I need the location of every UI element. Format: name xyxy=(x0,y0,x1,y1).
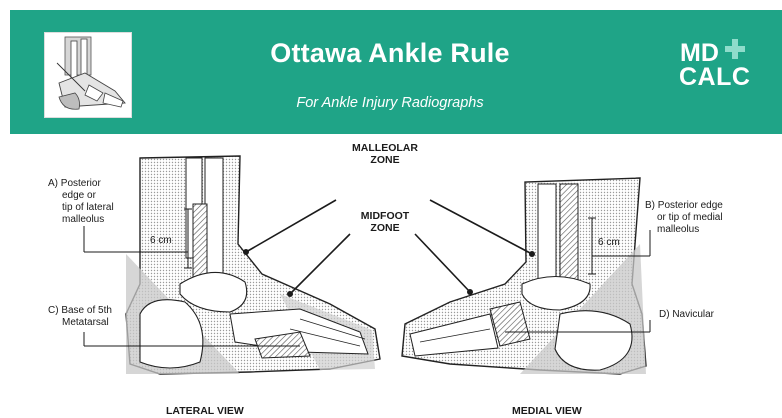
top-strip xyxy=(0,0,782,10)
label-b-line1: B) Posterior edge xyxy=(645,200,723,212)
malleolar-zone-label: MALLEOLAR ZONE xyxy=(330,142,440,166)
midfoot-zone-line1: MIDFOOT xyxy=(330,210,440,222)
label-c-base-5th-metatarsal: C) Base of 5th Metatarsal xyxy=(48,305,112,329)
medial-view-title: MEDIAL VIEW xyxy=(512,405,582,417)
malleolar-zone-line2: ZONE xyxy=(330,154,440,166)
lateral-6cm-label: 6 cm xyxy=(150,235,172,247)
plus-icon xyxy=(725,39,745,59)
midfoot-zone-line2: ZONE xyxy=(330,222,440,234)
label-b-posterior-medial-malleolus: B) Posterior edge or tip of medial malle… xyxy=(645,200,723,236)
medial-foot-drawing xyxy=(402,178,646,374)
label-a-line4: malleolus xyxy=(48,214,114,226)
medial-6cm-label: 6 cm xyxy=(598,237,620,249)
label-a-line1: A) Posterior xyxy=(48,178,114,190)
header-banner: Ottawa Ankle Rule For Ankle Injury Radio… xyxy=(10,10,782,134)
page-subtitle: For Ankle Injury Radiographs xyxy=(190,95,590,111)
lateral-foot-drawing xyxy=(126,156,380,374)
lateral-view-title: LATERAL VIEW xyxy=(166,405,244,417)
ankle-diagram: MALLEOLAR ZONE MIDFOOT ZONE A) Posterior… xyxy=(0,134,782,418)
label-d-navicular: D) Navicular xyxy=(659,309,714,321)
label-b-line2: or tip of medial xyxy=(645,212,723,224)
label-c-line1: C) Base of 5th xyxy=(48,305,112,317)
malleolar-zone-line1: MALLEOLAR xyxy=(330,142,440,154)
label-a-posterior-lateral-malleolus: A) Posterior edge or tip of lateral mall… xyxy=(48,178,114,226)
ankle-thumbnail-drawing xyxy=(45,33,131,117)
label-a-line2: edge or xyxy=(48,190,114,202)
mdcalc-logo-calc: CALC xyxy=(679,65,750,90)
label-a-line3: tip of lateral xyxy=(48,202,114,214)
ankle-thumbnail-image xyxy=(44,32,132,118)
page-title: Ottawa Ankle Rule xyxy=(190,38,590,69)
ankle-illustration xyxy=(0,134,782,418)
label-b-line3: malleolus xyxy=(645,224,723,236)
label-c-line2: Metatarsal xyxy=(48,317,112,329)
midfoot-zone-label: MIDFOOT ZONE xyxy=(330,210,440,234)
